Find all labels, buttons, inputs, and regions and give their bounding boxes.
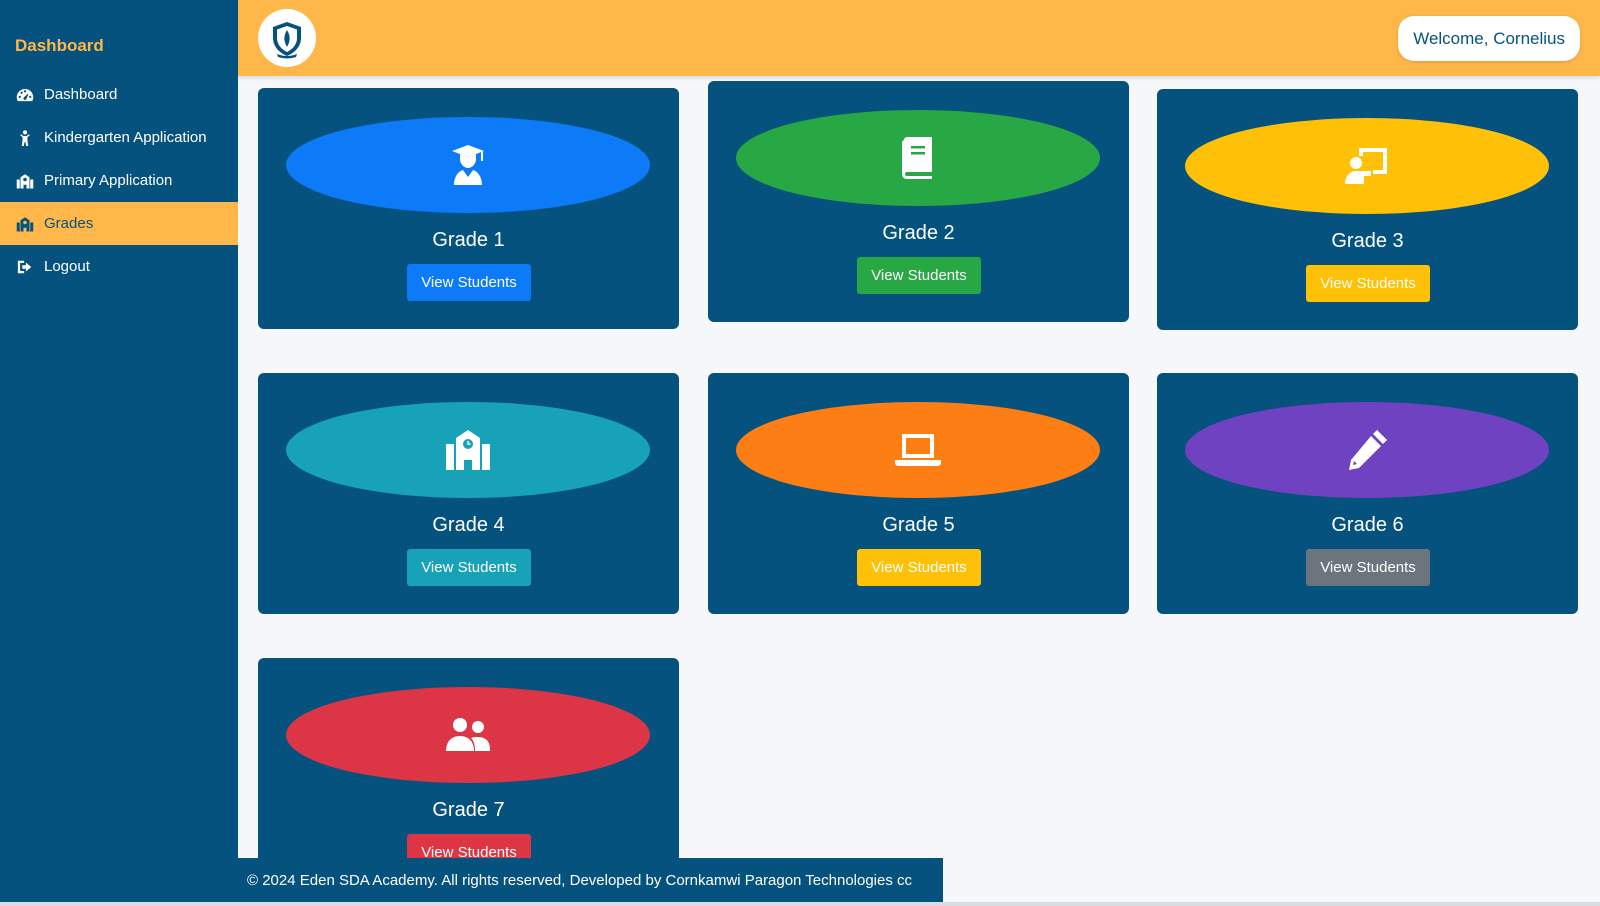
grade-icon-oval (286, 402, 650, 498)
teacher-board-icon (1345, 148, 1387, 184)
grade-title: Grade 1 (432, 229, 505, 251)
grade-title: Grade 6 (1331, 514, 1404, 536)
child-icon (14, 129, 36, 147)
sidebar-item-primary-application[interactable]: Primary Application (0, 159, 238, 202)
school-logo[interactable] (258, 9, 316, 67)
view-students-button[interactable]: View Students (857, 549, 981, 586)
sidebar-item-label: Logout (44, 258, 90, 275)
school-icon (446, 430, 490, 470)
sidebar-item-logout[interactable]: Logout (0, 245, 238, 288)
grade-title: Grade 2 (882, 222, 955, 244)
grade-title: Grade 3 (1331, 230, 1404, 252)
sidebar-item-label: Grades (44, 215, 94, 232)
top-bar: Welcome, Cornelius (238, 0, 1600, 76)
grade-title: Grade 4 (432, 514, 505, 536)
pencil-icon (1349, 430, 1387, 470)
school-icon (14, 215, 36, 233)
grade-title: Grade 7 (432, 799, 505, 821)
grade-title: Grade 5 (882, 514, 955, 536)
grade-icon-oval (286, 117, 650, 213)
grade-icon-oval (1185, 118, 1549, 214)
divider (0, 902, 1600, 906)
grade-icon-oval (286, 687, 650, 783)
view-students-button[interactable]: View Students (407, 264, 531, 301)
sidebar-item-grades[interactable]: Grades (0, 202, 238, 245)
footer: © 2024 Eden SDA Academy. All rights rese… (238, 858, 943, 902)
welcome-badge[interactable]: Welcome, Cornelius (1398, 16, 1580, 61)
speedometer-icon (14, 86, 36, 104)
book-icon (902, 137, 932, 179)
users-icon (446, 718, 490, 751)
view-students-button[interactable]: View Students (857, 257, 981, 294)
sidebar-item-dashboard[interactable]: Dashboard (0, 73, 238, 116)
logout-icon (14, 258, 36, 276)
crest-icon (273, 22, 301, 59)
grade-card: Grade 3 View Students (1157, 89, 1578, 330)
graduate-icon (452, 145, 484, 185)
laptop-icon (895, 434, 941, 466)
grade-icon-oval (1185, 402, 1549, 498)
view-students-button[interactable]: View Students (1306, 549, 1430, 586)
sidebar-item-label: Kindergarten Application (44, 129, 207, 146)
sidebar-item-kindergarten-application[interactable]: Kindergarten Application (0, 116, 238, 159)
sidebar-item-label: Primary Application (44, 172, 173, 189)
grade-card: Grade 2 View Students (708, 81, 1129, 322)
grade-card: Grade 6 View Students (1157, 373, 1578, 614)
view-students-button[interactable]: View Students (407, 549, 531, 586)
view-students-button[interactable]: View Students (1306, 265, 1430, 302)
grade-icon-oval (736, 110, 1100, 206)
grade-card: Grade 1 View Students (258, 88, 679, 329)
school-icon (14, 172, 36, 190)
grade-card: Grade 5 View Students (708, 373, 1129, 614)
sidebar-nav: Dashboard Kindergarten Application Prima… (0, 73, 238, 288)
sidebar: Dashboard Dashboard Kindergarten Applica… (0, 0, 238, 906)
sidebar-item-label: Dashboard (44, 86, 118, 103)
sidebar-brand: Dashboard (15, 36, 104, 55)
grade-icon-oval (736, 402, 1100, 498)
grade-card: Grade 4 View Students (258, 373, 679, 614)
